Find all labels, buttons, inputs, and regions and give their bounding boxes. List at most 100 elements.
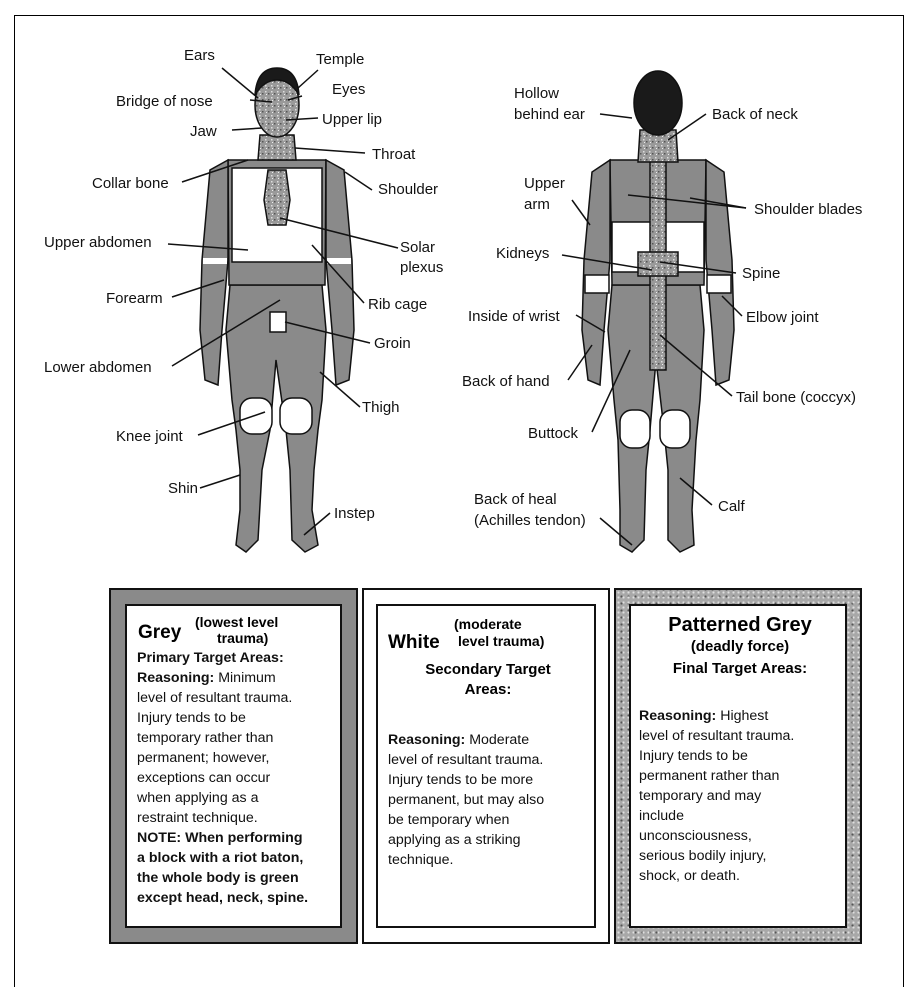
patterned-line: unconsciousness, [639, 826, 849, 846]
grey-heading: Primary Target Areas: [137, 648, 342, 668]
patterned-line: shock, or death. [639, 866, 849, 886]
label-plexus: plexus [400, 259, 443, 276]
label-back-of-neck: Back of neck [712, 106, 798, 123]
front-arm-right [326, 160, 354, 385]
white-heading: Secondary Target Areas: [378, 660, 598, 700]
label-calf: Calf [718, 498, 746, 515]
back-figure [582, 71, 734, 552]
label-elbow-joint: Elbow joint [746, 309, 819, 326]
label-back-of-heal: Back of heal [474, 491, 557, 508]
label-temple: Temple [316, 51, 364, 68]
label-arm: arm [524, 196, 550, 213]
label-kidneys: Kidneys [496, 245, 549, 262]
white-line: be temporary when [388, 810, 598, 830]
front-forearm-white-left [203, 258, 227, 264]
label-bridge-of-nose: Bridge of nose [116, 93, 213, 110]
grey-subtitle-1: (lowest level [195, 614, 278, 630]
label-thigh: Thigh [362, 399, 400, 416]
grey-line: restraint technique. [137, 808, 342, 828]
white-line: permanent, but may also [388, 790, 598, 810]
label-shoulder-blades: Shoulder blades [754, 201, 862, 218]
label-achilles: (Achilles tendon) [474, 512, 586, 529]
card-grey: Grey (lowest level trauma) Primary Targe… [109, 588, 358, 944]
label-solar: Solar [400, 239, 435, 256]
patterned-header: Patterned Grey (deadly force) Final Targ… [631, 614, 849, 680]
front-figure [200, 68, 354, 552]
back-knee-left [620, 410, 650, 448]
label-back-of-hand: Back of hand [462, 373, 550, 390]
white-line: Injury tends to be more [388, 770, 598, 790]
patterned-line: serious bodily injury, [639, 846, 849, 866]
label-upper-abdomen: Upper abdomen [44, 234, 152, 251]
label-throat: Throat [372, 146, 416, 163]
patterned-title: Patterned Grey [631, 614, 849, 636]
patterned-line: include [639, 806, 849, 826]
white-subtitle-2: level trauma) [454, 633, 544, 650]
grey-line: permanent; however, [137, 748, 342, 768]
label-hollow: Hollow [514, 85, 559, 102]
front-solar-plexus [264, 170, 290, 225]
front-forearm-white-right [327, 258, 351, 264]
white-title: White [388, 632, 440, 654]
label-upper: Upper [524, 175, 565, 192]
grey-title: Grey [138, 622, 181, 643]
front-knee-right [280, 398, 312, 434]
white-subtitle: (moderate level trauma) [454, 616, 544, 650]
label-ears: Ears [184, 47, 215, 64]
label-buttock: Buttock [528, 425, 579, 442]
grey-line: exceptions can occur [137, 768, 342, 788]
back-knee-right [660, 410, 690, 448]
label-inside-of-wrist: Inside of wrist [468, 308, 561, 325]
white-line: applying as a striking [388, 830, 598, 850]
grey-line: when applying as a [137, 788, 342, 808]
label-forearm: Forearm [106, 290, 163, 307]
label-eyes: Eyes [332, 81, 365, 98]
label-upper-lip: Upper lip [322, 111, 382, 128]
grey-note-line: the whole body is green [137, 868, 342, 888]
label-instep: Instep [334, 505, 375, 522]
back-head [634, 71, 682, 135]
grey-title-row: Grey [138, 622, 181, 644]
patterned-line: Injury tends to be [639, 746, 849, 766]
back-arm-left [582, 160, 610, 385]
back-spine [650, 130, 666, 370]
front-knee-left [240, 398, 272, 434]
grey-note-line: except head, neck, spine. [137, 888, 342, 908]
front-arm-left [200, 160, 228, 385]
grey-note-line: a block with a riot baton, [137, 848, 342, 868]
patterned-line: temporary and may [639, 786, 849, 806]
label-tail-bone: Tail bone (coccyx) [736, 389, 856, 406]
grey-note-line: NOTE: When performing [137, 828, 342, 848]
grey-subtitle-2: trauma) [195, 630, 278, 646]
body-diagram: Ears Temple Bridge of nose Eyes Upper li… [0, 0, 917, 590]
label-shin: Shin [168, 480, 198, 497]
label-lower-abdomen: Lower abdomen [44, 359, 152, 376]
label-knee-joint: Knee joint [116, 428, 184, 445]
grey-subtitle: (lowest level trauma) [195, 614, 278, 646]
white-reasoning: Reasoning: Moderate [388, 730, 598, 750]
front-neck [258, 135, 296, 160]
label-collar-bone: Collar bone [92, 175, 169, 192]
back-elbow-white-left [585, 275, 609, 293]
white-subtitle-1: (moderate [454, 616, 544, 633]
front-groin-white [270, 312, 286, 332]
label-behind-ear: behind ear [514, 106, 585, 123]
white-line: level of resultant trauma. [388, 750, 598, 770]
grey-line: Injury tends to be [137, 708, 342, 728]
card-patterned-grey: Patterned Grey (deadly force) Final Targ… [614, 588, 862, 944]
patterned-heading: Final Target Areas: [631, 658, 849, 680]
card-white: White (moderate level trauma) Secondary … [362, 588, 610, 944]
patterned-reasoning: Reasoning: Highest [639, 706, 849, 726]
grey-line: temporary rather than [137, 728, 342, 748]
patterned-subtitle: (deadly force) [631, 636, 849, 658]
white-line: technique. [388, 850, 598, 870]
patterned-line: permanent rather than [639, 766, 849, 786]
label-rib-cage: Rib cage [368, 296, 427, 313]
label-groin: Groin [374, 335, 411, 352]
label-spine: Spine [742, 265, 780, 282]
grey-reasoning: Reasoning: Minimum [137, 668, 342, 688]
label-shoulder: Shoulder [378, 181, 438, 198]
grey-line: level of resultant trauma. [137, 688, 342, 708]
label-jaw: Jaw [190, 123, 217, 140]
patterned-line: level of resultant trauma. [639, 726, 849, 746]
